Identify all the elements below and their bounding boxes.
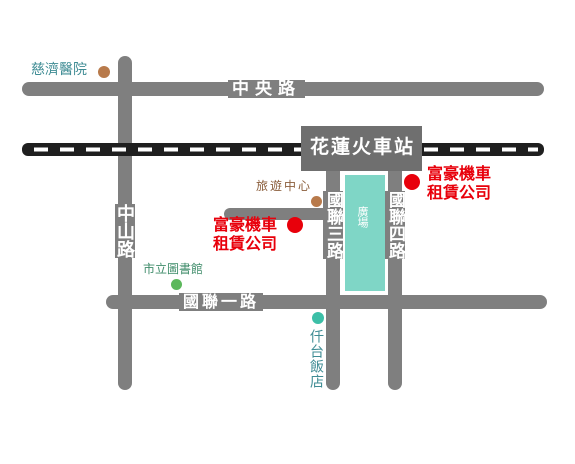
road-label-guolian3: 國聯三路	[323, 191, 343, 259]
road-label-guolian1: 國聯一路	[179, 293, 264, 311]
hotel-label: 仟台飯店	[308, 329, 324, 389]
library-marker[interactable]	[171, 279, 182, 290]
hotel-marker[interactable]	[312, 312, 324, 324]
road-branch	[224, 208, 334, 220]
rental-b-line2: 租賃公司	[213, 234, 278, 253]
road-label-zhongyang: 中央路	[228, 80, 305, 98]
hospital-marker[interactable]	[98, 66, 110, 78]
rental-marker-a[interactable]	[404, 174, 420, 190]
rental-b-line1: 富豪機車	[213, 215, 278, 234]
rental-a-line1: 富豪機車	[427, 164, 492, 183]
station-name: 花蓮火車站	[310, 136, 416, 158]
tourist-center-label: 旅遊中心	[256, 179, 313, 193]
rental-marker-b[interactable]	[287, 217, 303, 233]
road-label-guolian4: 國聯四路	[385, 191, 405, 259]
rental-a-line2: 租賃公司	[427, 183, 492, 202]
tourist-center-marker[interactable]	[311, 196, 322, 207]
plaza[interactable]	[345, 175, 385, 291]
plaza-label: 廣場	[356, 206, 369, 228]
hospital-label: 慈濟醫院	[31, 62, 87, 78]
road-label-zhongshan: 中山路	[114, 204, 135, 258]
library-label: 市立圖書館	[143, 262, 204, 276]
station-box[interactable]	[301, 126, 422, 171]
